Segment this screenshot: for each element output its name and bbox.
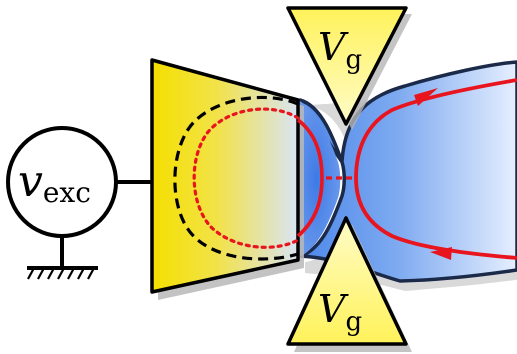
- right-edge-state: [354, 78, 517, 260]
- edge-arrow-bottom-icon: [430, 247, 452, 260]
- gate-top: Vg: [286, 6, 412, 130]
- edge-arrow-top-icon: [414, 88, 438, 106]
- source-label: vexc: [18, 156, 91, 209]
- dashed-boundary-arc: [173, 95, 299, 261]
- ohmic-contact: [150, 58, 304, 300]
- channel-body: [298, 60, 517, 283]
- gate-top-label: Vg: [318, 25, 362, 75]
- gate-top-body: [286, 6, 408, 126]
- dot-edge-state: [192, 107, 300, 249]
- contact-body: [150, 58, 300, 294]
- gate-bottom: Vg: [286, 216, 412, 352]
- electron-gas-channel: [297, 60, 517, 291]
- pocket-edge-arc: [296, 118, 324, 238]
- gate-bottom-body: [286, 216, 408, 346]
- edge-channels: [192, 78, 517, 260]
- excitation-source: vexc: [6, 126, 152, 280]
- ground-symbol: [27, 266, 98, 280]
- gate-bottom-label: Vg: [318, 287, 362, 337]
- dot-pocket: [297, 100, 341, 258]
